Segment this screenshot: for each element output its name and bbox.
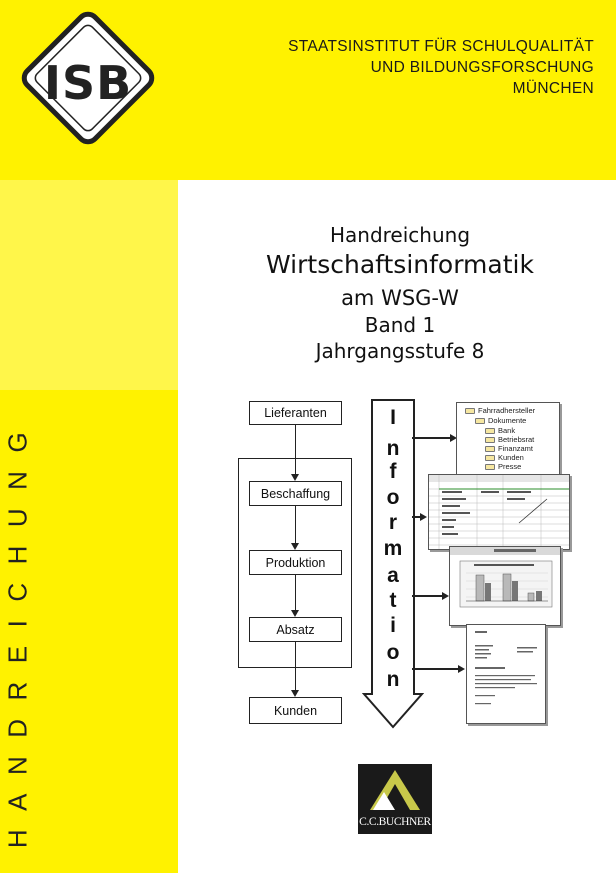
title-volume: Band 1 bbox=[364, 313, 436, 337]
info-letter: r bbox=[388, 511, 398, 534]
institute-line-2: UND BILDUNGSFORSCHUNG bbox=[370, 59, 594, 76]
arrow-right-icon bbox=[420, 512, 427, 521]
connector-line bbox=[294, 642, 296, 690]
tree-item: Kunden bbox=[485, 453, 524, 462]
tree-item: Fahrradhersteller bbox=[465, 406, 535, 415]
folder-icon bbox=[485, 428, 495, 435]
title-handreichung: Handreichung bbox=[329, 223, 471, 247]
title-grade: Jahrgangsstufe 8 bbox=[315, 339, 485, 363]
tree-item: Betriebsrat bbox=[485, 435, 534, 444]
arrow-down-icon bbox=[291, 610, 299, 617]
info-letter: t bbox=[389, 589, 397, 612]
institute-line-1: STAATSINSTITUT FÜR SCHULQUALITÄT bbox=[288, 38, 594, 55]
spreadsheet-grid-icon bbox=[429, 475, 569, 549]
isb-logo: ISB bbox=[18, 8, 158, 148]
folder-icon bbox=[485, 455, 495, 462]
spreadsheet-thumbnail bbox=[428, 474, 570, 550]
folder-icon bbox=[475, 418, 485, 425]
info-connector-line bbox=[412, 437, 450, 439]
title-block: Handreichung Wirtschaftsinformatik am WS… bbox=[200, 220, 600, 365]
information-arrow-icon bbox=[362, 399, 424, 729]
title-school: am WSG-W bbox=[341, 286, 459, 310]
tree-item: Bank bbox=[485, 426, 515, 435]
connector-line bbox=[294, 425, 296, 474]
tree-item: Finanzamt bbox=[485, 444, 533, 453]
arrow-right-icon bbox=[458, 664, 465, 673]
box-kunden: Kunden bbox=[249, 697, 342, 724]
folder-icon bbox=[485, 437, 495, 444]
info-letter: n bbox=[386, 668, 400, 691]
institute-line-3: MÜNCHEN bbox=[512, 80, 594, 97]
publisher-name: C.C.BUCHNER bbox=[359, 816, 431, 828]
connector-line bbox=[294, 506, 296, 543]
info-letter: n bbox=[386, 437, 400, 460]
info-letter: f bbox=[389, 460, 397, 483]
box-produktion: Produktion bbox=[249, 550, 342, 575]
arrow-down-icon bbox=[291, 690, 299, 697]
info-letter: i bbox=[390, 614, 396, 637]
tree-item: Presse bbox=[485, 462, 521, 471]
tree-item: Dokumente bbox=[475, 416, 526, 425]
connector-line bbox=[294, 575, 296, 610]
box-absatz: Absatz bbox=[249, 617, 342, 642]
bar-chart-icon bbox=[450, 547, 560, 608]
folder-icon bbox=[465, 408, 475, 415]
info-letter: o bbox=[386, 641, 400, 664]
title-subject: Wirtschaftsinformatik bbox=[266, 250, 534, 279]
info-letter: o bbox=[386, 486, 400, 509]
letter-document-icon bbox=[475, 631, 537, 705]
info-letter: m bbox=[383, 537, 403, 560]
info-letter: I bbox=[390, 406, 396, 429]
institute-name: STAATSINSTITUT FÜR SCHULQUALITÄT UND BIL… bbox=[254, 36, 594, 99]
left-band-light bbox=[0, 180, 178, 390]
info-connector-line bbox=[412, 595, 442, 597]
arrow-right-icon bbox=[442, 591, 449, 600]
folder-icon bbox=[485, 464, 495, 471]
explorer-thumbnail: Fahrradhersteller Dokumente Bank Betrieb… bbox=[456, 402, 560, 476]
arrow-down-icon bbox=[291, 474, 299, 481]
folder-icon bbox=[485, 446, 495, 453]
logo-text: ISB bbox=[43, 56, 133, 110]
letter-thumbnail bbox=[466, 624, 546, 724]
info-connector-line bbox=[412, 668, 458, 670]
arrow-down-icon bbox=[291, 543, 299, 550]
spine-label-text: HANDREICHUNG bbox=[2, 413, 33, 849]
info-connector-line bbox=[412, 516, 420, 518]
box-lieferanten: Lieferanten bbox=[249, 401, 342, 425]
info-letter: a bbox=[387, 564, 399, 587]
arrow-right-icon bbox=[450, 433, 457, 442]
box-beschaffung: Beschaffung bbox=[249, 481, 342, 506]
chart-thumbnail bbox=[449, 546, 561, 626]
publisher-logo bbox=[358, 764, 432, 834]
publisher-triangle-icon bbox=[370, 770, 420, 810]
logo-diamond-icon bbox=[21, 11, 155, 145]
spine-label: HANDREICHUNG bbox=[2, 396, 34, 866]
